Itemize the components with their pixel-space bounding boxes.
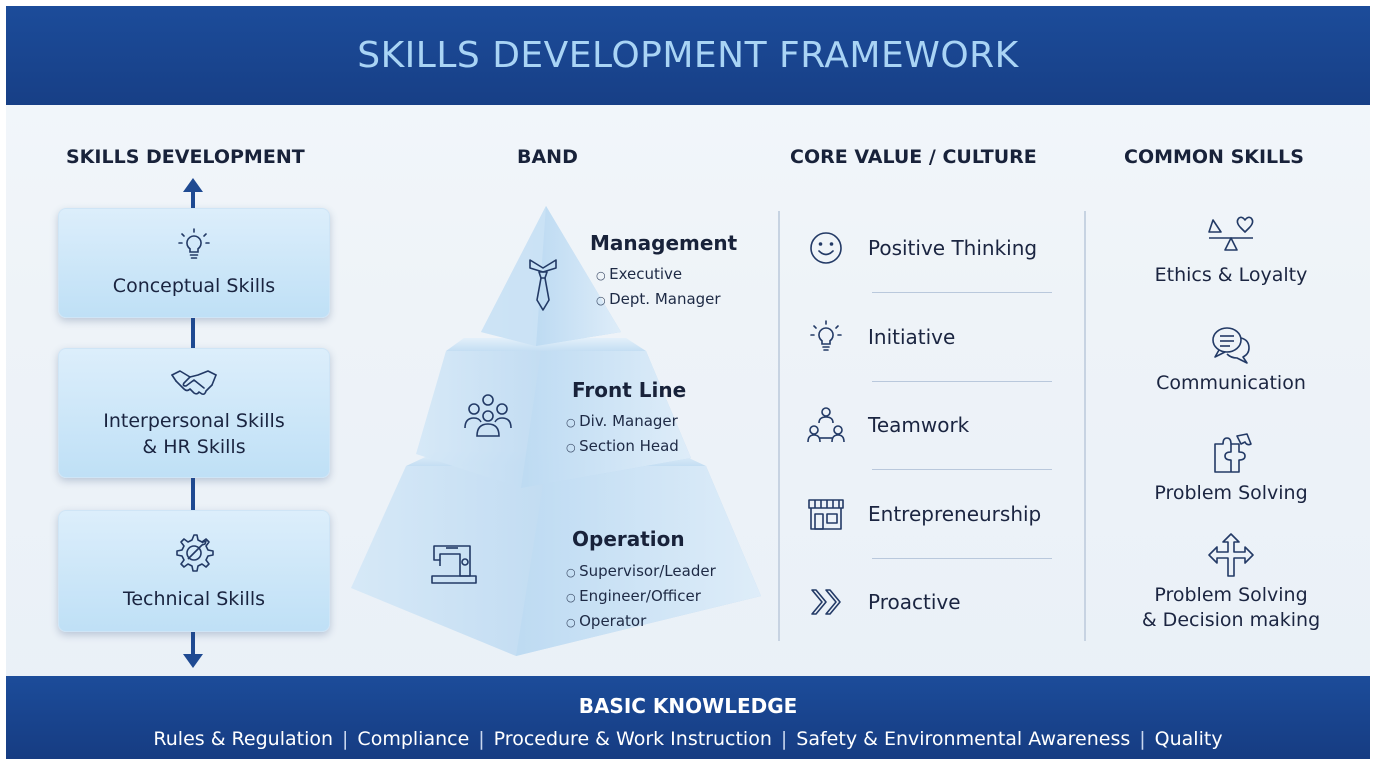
footer-item: Safety & Environmental Awareness [796,728,1131,750]
core-value-proactive: Proactive [804,582,1064,622]
footer-item: Rules & Regulation [153,728,334,750]
skill-label: Conceptual Skills [112,274,276,297]
chat-bubbles-icon [1116,324,1346,371]
team-icon [462,392,514,445]
common-skill-ethics: Ethics & Loyalty [1116,214,1346,288]
row-separator [872,381,1052,382]
skill-card-interpersonal: Interpersonal Skills & HR Skills [58,348,330,478]
core-value-label: Proactive [868,590,961,614]
lightbulb-icon [804,317,848,357]
footer-items: Rules & Regulation | Compliance | Proced… [6,728,1370,750]
footer-separator: | [780,728,788,750]
connector-line [191,632,195,654]
double-chevron-icon [804,582,848,622]
footer-separator: | [1139,728,1146,750]
row-separator [872,292,1052,293]
band-title-management: Management [590,231,738,255]
footer-separator: | [342,728,349,750]
page-title: SKILLS DEVELOPMENT FRAMEWORK [357,35,1019,76]
sewing-machine-icon [430,540,478,591]
header-banner: SKILLS DEVELOPMENT FRAMEWORK [6,6,1370,105]
core-value-label: Entrepreneurship [868,502,1042,526]
band-item: Dept. Manager [596,290,720,308]
footer-separator: | [478,728,485,750]
gear-wrench-icon [172,531,216,580]
heading-skills-development: SKILLS DEVELOPMENT [66,146,305,168]
skill-card-technical: Technical Skills [58,510,330,632]
arrow-up-icon [183,178,203,192]
heading-band: BAND [517,146,578,168]
arrow-down-icon [183,654,203,668]
scale-heart-icon [1116,214,1346,263]
smiley-icon [804,228,848,268]
skill-label: Interpersonal Skills [103,409,285,432]
core-value-label: Positive Thinking [868,236,1038,260]
connector-line [191,192,195,208]
row-separator [872,469,1052,470]
framework-canvas: SKILLS DEVELOPMENT FRAMEWORK SKILLS DEVE… [6,6,1370,759]
skill-label: Technical Skills [122,587,266,610]
footer-item: Quality [1154,728,1223,750]
common-skill-label: Ethics & Loyalty [1154,264,1308,286]
skill-label: & HR Skills [142,435,246,458]
puzzle-icon [1116,432,1346,481]
band-item: Engineer/Officer [566,587,701,605]
connector-line [191,478,195,510]
core-value-positive-thinking: Positive Thinking [804,228,1064,268]
core-value-label: Initiative [868,325,956,349]
footer-banner: BASIC KNOWLEDGE Rules & Regulation | Com… [6,676,1370,759]
common-skill-problem-solving: Problem Solving [1116,432,1346,506]
connector-line [191,318,195,348]
direction-arrows-icon [1116,532,1346,583]
common-skill-decision-making: Problem Solving & Decision making [1116,532,1346,633]
band-item: Section Head [566,437,679,455]
band-item: Div. Manager [566,412,678,430]
footer-item: Compliance [357,728,470,750]
band-item: Operator [566,612,646,630]
lightbulb-icon [176,227,212,267]
footer-item: Procedure & Work Instruction [493,728,772,750]
core-value-entrepreneurship: Entrepreneurship [804,494,1064,534]
band-item: Supervisor/Leader [566,562,716,580]
necktie-icon [526,256,560,321]
storefront-icon [804,494,848,534]
band-item: Executive [596,265,682,283]
common-skill-label: & Decision making [1141,609,1321,631]
common-skill-label: Problem Solving [1154,482,1308,504]
heading-common-skills: COMMON SKILLS [1124,146,1304,168]
core-value-teamwork: Teamwork [804,405,1064,445]
handshake-icon [170,367,218,402]
core-value-initiative: Initiative [804,317,1064,357]
common-skill-label: Communication [1156,372,1306,394]
band-title-operation: Operation [572,527,685,551]
people-network-icon [804,405,848,445]
skill-card-conceptual: Conceptual Skills [58,208,330,318]
row-separator [872,558,1052,559]
common-skill-label: Problem Solving [1154,584,1308,606]
column-divider [1084,211,1086,641]
core-value-label: Teamwork [868,413,970,437]
common-skill-communication: Communication [1116,324,1346,396]
column-divider [778,211,780,641]
heading-core-value: CORE VALUE / CULTURE [790,146,1037,168]
band-title-front-line: Front Line [572,378,687,402]
footer-title: BASIC KNOWLEDGE [578,694,798,718]
